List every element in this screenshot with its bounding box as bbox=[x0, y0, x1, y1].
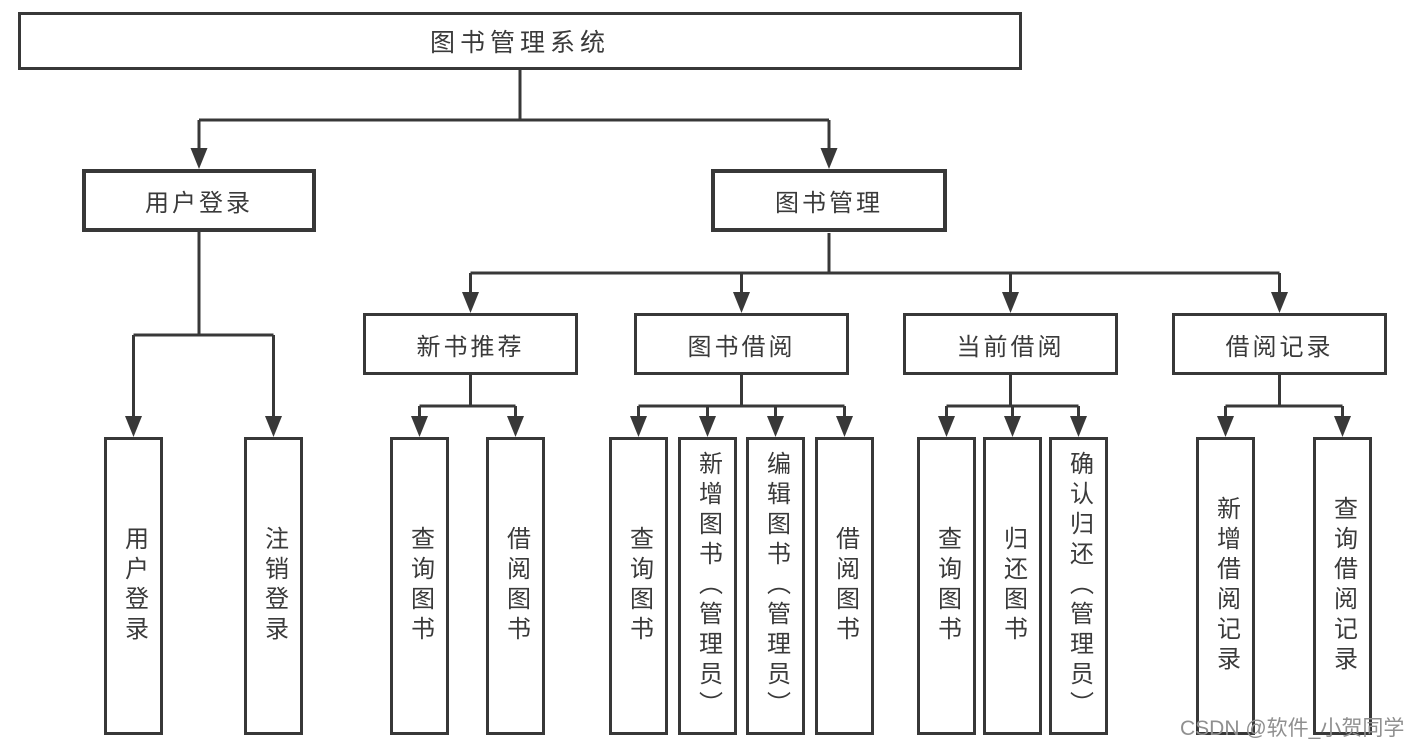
leaf-user-login: 用户登录 bbox=[104, 437, 163, 735]
arrowhead-leaf-user-login bbox=[125, 416, 142, 437]
csdn-watermark: CSDN @软件_小贺同学 bbox=[1180, 717, 1405, 740]
leaf-records-query-record: 查询借阅记录 bbox=[1313, 437, 1372, 735]
arrowhead-leaf-logout bbox=[265, 416, 282, 437]
leaf-records-add-record: 新增借阅记录 bbox=[1196, 437, 1255, 735]
arrowhead-cb-confirm bbox=[1070, 416, 1087, 437]
node-book-management: 图书管理 bbox=[711, 169, 947, 232]
arrowhead-cb-return bbox=[1004, 416, 1021, 437]
leaf-borrow-borrow-books-label: 借阅图书 bbox=[831, 526, 859, 646]
connector-borrowrecords-to-leaves bbox=[1224, 375, 1344, 418]
leaf-current-query-books: 查询图书 bbox=[917, 437, 976, 735]
node-borrow-records: 借阅记录 bbox=[1172, 313, 1387, 375]
node-root-label: 图书管理系统 bbox=[429, 29, 610, 57]
arrowhead-bb-add bbox=[699, 416, 716, 437]
arrowhead-book-borrow bbox=[733, 292, 750, 313]
leaf-borrow-add-books-admin-label: 新增图书（管理员） bbox=[694, 451, 722, 721]
connector-bookborrow-to-leaves bbox=[637, 375, 846, 418]
leaf-records-query-record-label: 查询借阅记录 bbox=[1329, 496, 1357, 676]
node-new-book-recommend-label: 新书推荐 bbox=[416, 333, 525, 361]
node-current-borrow-label: 当前借阅 bbox=[956, 333, 1065, 361]
connector-userlogin-to-leaves bbox=[132, 232, 275, 418]
arrowhead-nb-borrow bbox=[507, 416, 524, 437]
leaf-current-confirm-return-admin-label: 确认归还（管理员） bbox=[1065, 451, 1093, 721]
arrowhead-bb-edit bbox=[767, 416, 784, 437]
arrowhead-bb-borrow bbox=[836, 416, 853, 437]
arrowhead-borrow-records bbox=[1271, 292, 1288, 313]
leaf-borrow-add-books-admin: 新增图书（管理员） bbox=[678, 437, 737, 735]
node-current-borrow: 当前借阅 bbox=[903, 313, 1118, 375]
node-book-borrow-label: 图书借阅 bbox=[687, 333, 796, 361]
leaf-logout: 注销登录 bbox=[244, 437, 303, 735]
arrowhead-br-query bbox=[1334, 416, 1351, 437]
leaf-borrow-query-books-label: 查询图书 bbox=[625, 526, 653, 646]
node-book-borrow: 图书借阅 bbox=[634, 313, 849, 375]
connector-root-to-level2 bbox=[197, 70, 831, 150]
node-new-book-recommend: 新书推荐 bbox=[363, 313, 578, 375]
leaf-newbooks-query-books: 查询图书 bbox=[390, 437, 449, 735]
arrowhead-bb-query bbox=[630, 416, 647, 437]
arrowhead-book-mgmt bbox=[820, 148, 838, 169]
leaf-current-return-books: 归还图书 bbox=[983, 437, 1042, 735]
node-user-login-label: 用户登录 bbox=[145, 190, 253, 217]
arrowhead-new-books bbox=[462, 292, 479, 313]
leaf-newbooks-borrow-books-label: 借阅图书 bbox=[502, 526, 530, 646]
node-book-management-label: 图书管理 bbox=[775, 190, 883, 217]
leaf-records-add-record-label: 新增借阅记录 bbox=[1212, 496, 1240, 676]
node-root-system: 图书管理系统 bbox=[18, 12, 1022, 70]
connector-currentborrow-to-leaves bbox=[945, 375, 1080, 418]
leaf-newbooks-borrow-books: 借阅图书 bbox=[486, 437, 545, 735]
leaf-logout-label: 注销登录 bbox=[260, 526, 288, 646]
arrowhead-nb-query bbox=[411, 416, 428, 437]
leaf-current-query-books-label: 查询图书 bbox=[933, 526, 961, 646]
leaf-current-return-books-label: 归还图书 bbox=[999, 526, 1027, 646]
arrowhead-br-add bbox=[1217, 416, 1234, 437]
leaf-user-login-label: 用户登录 bbox=[120, 526, 148, 646]
arrowhead-user-login bbox=[190, 148, 208, 169]
leaf-borrow-borrow-books: 借阅图书 bbox=[815, 437, 874, 735]
leaf-borrow-query-books: 查询图书 bbox=[609, 437, 668, 735]
leaf-borrow-edit-books-admin-label: 编辑图书（管理员） bbox=[762, 451, 790, 721]
arrowhead-current-borrow bbox=[1002, 292, 1019, 313]
arrowhead-cb-query bbox=[938, 416, 955, 437]
node-user-login: 用户登录 bbox=[82, 169, 316, 232]
connector-newbooks-to-leaves bbox=[418, 375, 517, 418]
leaf-borrow-edit-books-admin: 编辑图书（管理员） bbox=[746, 437, 805, 735]
node-borrow-records-label: 借阅记录 bbox=[1225, 333, 1334, 361]
connector-bookmgmt-to-level3 bbox=[469, 233, 1281, 294]
leaf-newbooks-query-books-label: 查询图书 bbox=[406, 526, 434, 646]
leaf-current-confirm-return-admin: 确认归还（管理员） bbox=[1049, 437, 1108, 735]
